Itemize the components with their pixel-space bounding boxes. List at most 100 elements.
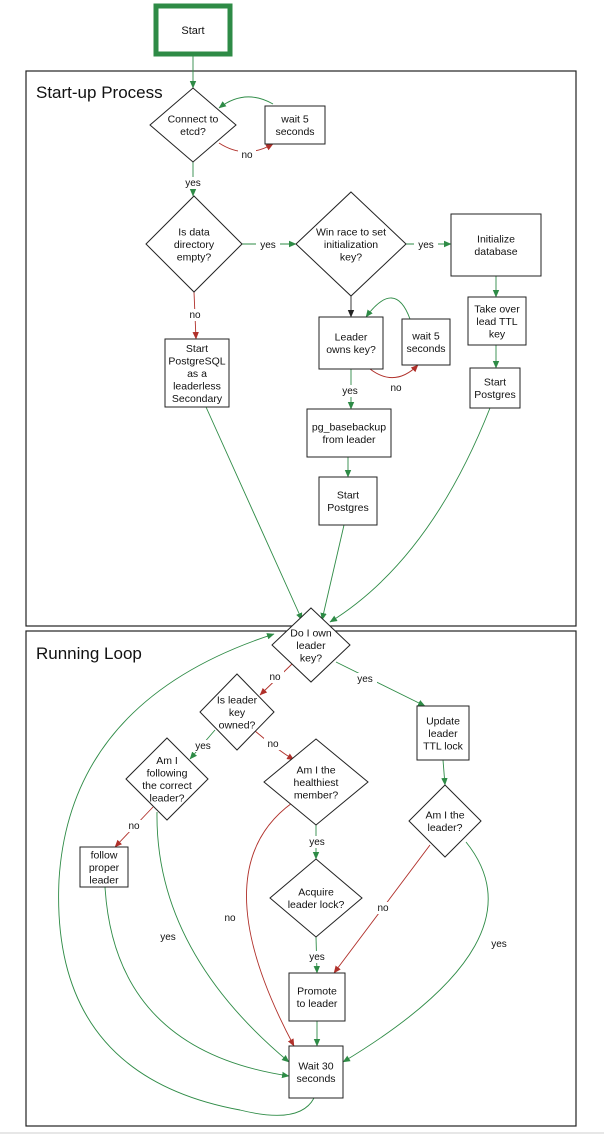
node-label-line: key [489, 328, 506, 340]
connector-label-bg [256, 239, 280, 251]
node-label-line: following [147, 768, 188, 780]
process-box [318, 476, 378, 526]
connector-wait30-ownkey [58, 633, 315, 1116]
node-label-line: follow [91, 849, 118, 861]
node-label-line: Start [337, 490, 359, 502]
node-label-line: wait 5 [280, 114, 309, 126]
node-label-line: leaderless [173, 380, 221, 392]
connector-following-wait30 [156, 811, 290, 1063]
process-box [306, 408, 392, 458]
process-box [450, 213, 542, 277]
connector-label-yes: yes [185, 178, 201, 189]
connector-label-bg [305, 951, 329, 963]
node-label-line: healthiest [294, 777, 339, 789]
node-label-line: Wait 30 [298, 1061, 333, 1073]
process-box [288, 972, 346, 1022]
node-label-line: Update [426, 715, 460, 727]
node-label-line: Acquire [298, 887, 334, 899]
node-label-line: seconds [275, 126, 314, 138]
connector-wait5b-leaderowns [365, 297, 411, 320]
connector-label-bg [305, 836, 329, 848]
connectors-layer [58, 54, 500, 1116]
process-box [318, 316, 384, 370]
connector-label-no: no [269, 672, 281, 683]
section-startup: Start-up Process [25, 70, 577, 627]
connector-label-no: no [241, 150, 253, 161]
decision-diamond [145, 195, 243, 293]
node-label-line: Do I own [290, 627, 332, 639]
process-box [79, 846, 129, 888]
node-label-line: Am I the [425, 810, 464, 822]
connector-startpg2-ownkey [329, 407, 491, 623]
connector-amleader-wait30 [342, 841, 489, 1063]
node-label-line: key? [340, 251, 362, 263]
connector-label-bg [374, 902, 392, 914]
node-label-line: pg_basebackup [312, 422, 386, 434]
connector-startpg1-ownkey [320, 524, 345, 621]
node-label-line: leader [89, 874, 119, 886]
connector-label-bg [487, 938, 511, 950]
node-label-line: Leader [335, 332, 368, 344]
process-box [401, 318, 451, 366]
connector-label-bg [181, 177, 205, 189]
node-label-line: seconds [296, 1073, 335, 1085]
node-label-line: Start [181, 25, 204, 37]
process-box [469, 367, 521, 409]
process-box [416, 705, 470, 761]
process-box [288, 1045, 344, 1099]
connector-label-yes: yes [195, 741, 211, 752]
process-box [164, 338, 230, 408]
connector-healthiest-wait30 [246, 802, 295, 1047]
node-label-line: Promote [297, 986, 337, 998]
connector-label-yes: yes [357, 674, 373, 685]
connector-updatettl-amleader [441, 759, 448, 786]
decision-diamond [271, 607, 351, 683]
connector-label-bg [221, 912, 239, 924]
connector-label-bg [238, 149, 256, 161]
connector-label-bg [414, 239, 438, 251]
connector-label-bg [191, 740, 215, 752]
connector-label-no: no [377, 903, 389, 914]
node-label-line: to leader [297, 998, 338, 1010]
connector-label-bg [266, 671, 284, 683]
node-label-line: Start [484, 377, 506, 389]
node-label-line: Am I the [296, 764, 335, 776]
connector-label-yes: yes [491, 939, 507, 950]
connector-label-bg [156, 931, 180, 943]
connector-label-yes: yes [160, 932, 176, 943]
connector-label-no: no [189, 310, 201, 321]
connector-label-bg [387, 382, 405, 394]
connector-leaderowns-wait5b [369, 364, 419, 378]
decision-diamond [125, 737, 209, 821]
node-label-line: leader [428, 728, 458, 740]
decision-diamond [263, 738, 369, 826]
node-label-line: key? [300, 652, 322, 664]
node-label-line: Connect to [168, 114, 219, 126]
node-label-line: key [229, 707, 246, 719]
decision-diamond [199, 673, 275, 751]
process-box [467, 296, 527, 346]
node-label-line: Postgres [327, 502, 368, 514]
node-label-line: from leader [322, 434, 376, 446]
node-label-line: directory [174, 239, 215, 251]
connector-label-yes: yes [309, 837, 325, 848]
connector-label-bg [338, 385, 362, 397]
section-title: Start-up Process [36, 83, 163, 102]
node-label-line: Take over [474, 303, 520, 315]
node-label-line: member? [294, 789, 339, 801]
